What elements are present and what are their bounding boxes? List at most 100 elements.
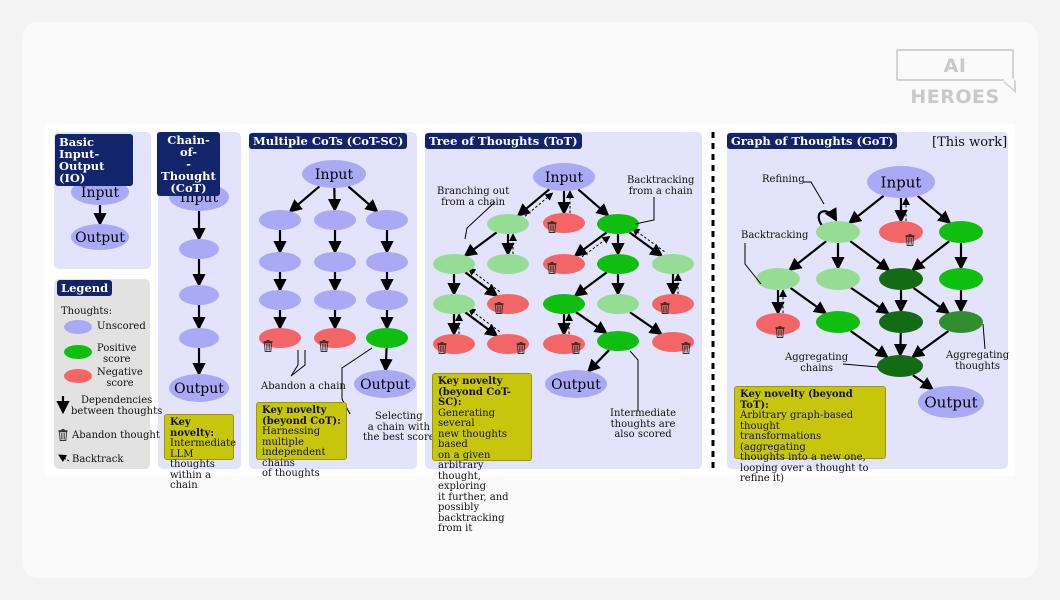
- tot-arrow-in-c: [577, 188, 610, 217]
- tot-e: [487, 254, 529, 274]
- tot-backtrack-j-d: [467, 267, 500, 292]
- cotsc-chain1-thought-3: [259, 290, 301, 310]
- tot-q: [597, 331, 639, 351]
- cot-output-node: [169, 374, 229, 402]
- tot-c: [597, 214, 639, 234]
- branching-pointer: [464, 201, 496, 240]
- got-pos-top: [939, 221, 983, 243]
- legend-positive-swatch: [64, 345, 92, 359]
- got-input-node-label: Input: [881, 173, 922, 191]
- tot-backtrack-a-in: [521, 192, 554, 220]
- got-aggregate-node: [877, 355, 923, 377]
- got-backtracking-pointer: [744, 243, 762, 285]
- cot-title: Chain-of--Thought(CoT): [157, 132, 220, 196]
- tot-backtrack-o-i: [467, 307, 500, 332]
- tot-novelty-box: Key novelty(beyond CoT-SC): Generating s…: [432, 373, 532, 534]
- cotsc-input-node: [302, 160, 366, 188]
- got-arrow-in-1: [848, 194, 885, 225]
- got-arrow-1-4: [788, 240, 827, 272]
- legend-abandon-label: Abandon thought: [72, 430, 160, 441]
- tot-title: Tree of Thoughts (ToT): [425, 133, 582, 149]
- dependency-arrows: [56, 185, 968, 463]
- refining-pointer: [803, 181, 825, 205]
- got-output-arrow: [912, 374, 935, 391]
- tot-output-node-label: Output: [551, 377, 601, 393]
- legend-backtrack-arrow: [58, 454, 70, 463]
- got-input-node: [867, 166, 935, 198]
- got-r3-neg: [756, 313, 800, 335]
- tot-bin-o: [516, 342, 526, 354]
- cotsc-branch-arrow-3: [347, 185, 379, 213]
- cotsc-output-arrow: [379, 347, 393, 373]
- io-output-node-label: Output: [75, 230, 125, 246]
- got-neg-top: [879, 221, 923, 243]
- tot-bin-m: [660, 302, 670, 314]
- tot-k: [543, 294, 585, 314]
- got-arrow-6-11: [912, 287, 951, 315]
- legend-thoughts-label: Thoughts:: [61, 306, 112, 317]
- got-title: Graph of Thoughts (GoT): [727, 133, 898, 149]
- got-r3-pos: [816, 311, 860, 333]
- scored-pointer: [629, 350, 639, 411]
- tot-arrow-in-a: [516, 188, 551, 217]
- tot-input-node: [533, 163, 595, 191]
- legend-title: Legend: [57, 280, 113, 296]
- tot-d: [433, 254, 475, 274]
- got-backtracking-label: Backtracking: [741, 230, 809, 241]
- cotsc-chain3-thought-4: [366, 328, 408, 348]
- tot-bin-n: [437, 342, 447, 354]
- tot-bin-j: [494, 302, 504, 314]
- io-output-node: [71, 224, 129, 250]
- cot-thought-3: [179, 328, 219, 348]
- cotsc-output-node-label: Output: [360, 377, 410, 393]
- cotsc-chain3-thought-2: [366, 252, 408, 272]
- abandon-pointer-1: [290, 350, 299, 377]
- tot-arrow-d-j: [464, 271, 499, 297]
- tot-bin-r: [681, 342, 691, 354]
- tot-i: [433, 294, 475, 314]
- cot-thought-1: [179, 239, 219, 259]
- agg-thoughts-pointer: [982, 323, 986, 350]
- tot-backtrack-f-c: [578, 235, 611, 261]
- cotsc-branch-arrow-1: [288, 185, 321, 213]
- got-arrow-9-12: [850, 330, 889, 359]
- io-input-node-label: Input: [81, 185, 120, 201]
- tot-a: [487, 214, 529, 234]
- got-arrow-1-6: [849, 240, 891, 272]
- tot-arrow-c-h: [628, 231, 664, 257]
- cotsc-chain3-thought-3: [366, 290, 408, 310]
- cotsc-chain3-thought-1: [366, 210, 408, 230]
- got-refine-node: [816, 221, 860, 243]
- cotsc-chain2-thought-2: [314, 252, 356, 272]
- got-arrow-3-6: [911, 240, 950, 272]
- refining-label: Refining: [762, 174, 805, 185]
- tot-j: [487, 294, 529, 314]
- cotsc-title: Multiple CoTs (CoT-SC): [249, 133, 408, 149]
- got-novelty-box: Key novelty (beyond ToT): Arbitrary grap…: [734, 386, 886, 484]
- tot-h: [652, 254, 694, 274]
- cotsc-bin-icon-2: [319, 340, 329, 352]
- tot-input-node-label: Input: [545, 170, 584, 186]
- got-bin-top: [905, 234, 915, 246]
- backtracking-pointer: [634, 197, 655, 225]
- cotsc-output-node: [354, 370, 416, 398]
- tot-arrow-k-q: [575, 311, 608, 335]
- cotsc-bin-icon-1: [263, 340, 273, 352]
- got-arrow-4-9: [789, 287, 828, 315]
- tot-output-node: [545, 370, 607, 398]
- cotsc-novelty-box: Key novelty(beyond CoT): Harnessing mult…: [256, 402, 347, 479]
- cotsc-chain2-thought-3: [314, 290, 356, 310]
- tot-arrow-i-o: [464, 311, 499, 337]
- tot-bin-f: [547, 262, 557, 274]
- tot-output-arrow: [586, 349, 610, 373]
- tot-m: [652, 294, 694, 314]
- got-bin-r3: [775, 326, 785, 338]
